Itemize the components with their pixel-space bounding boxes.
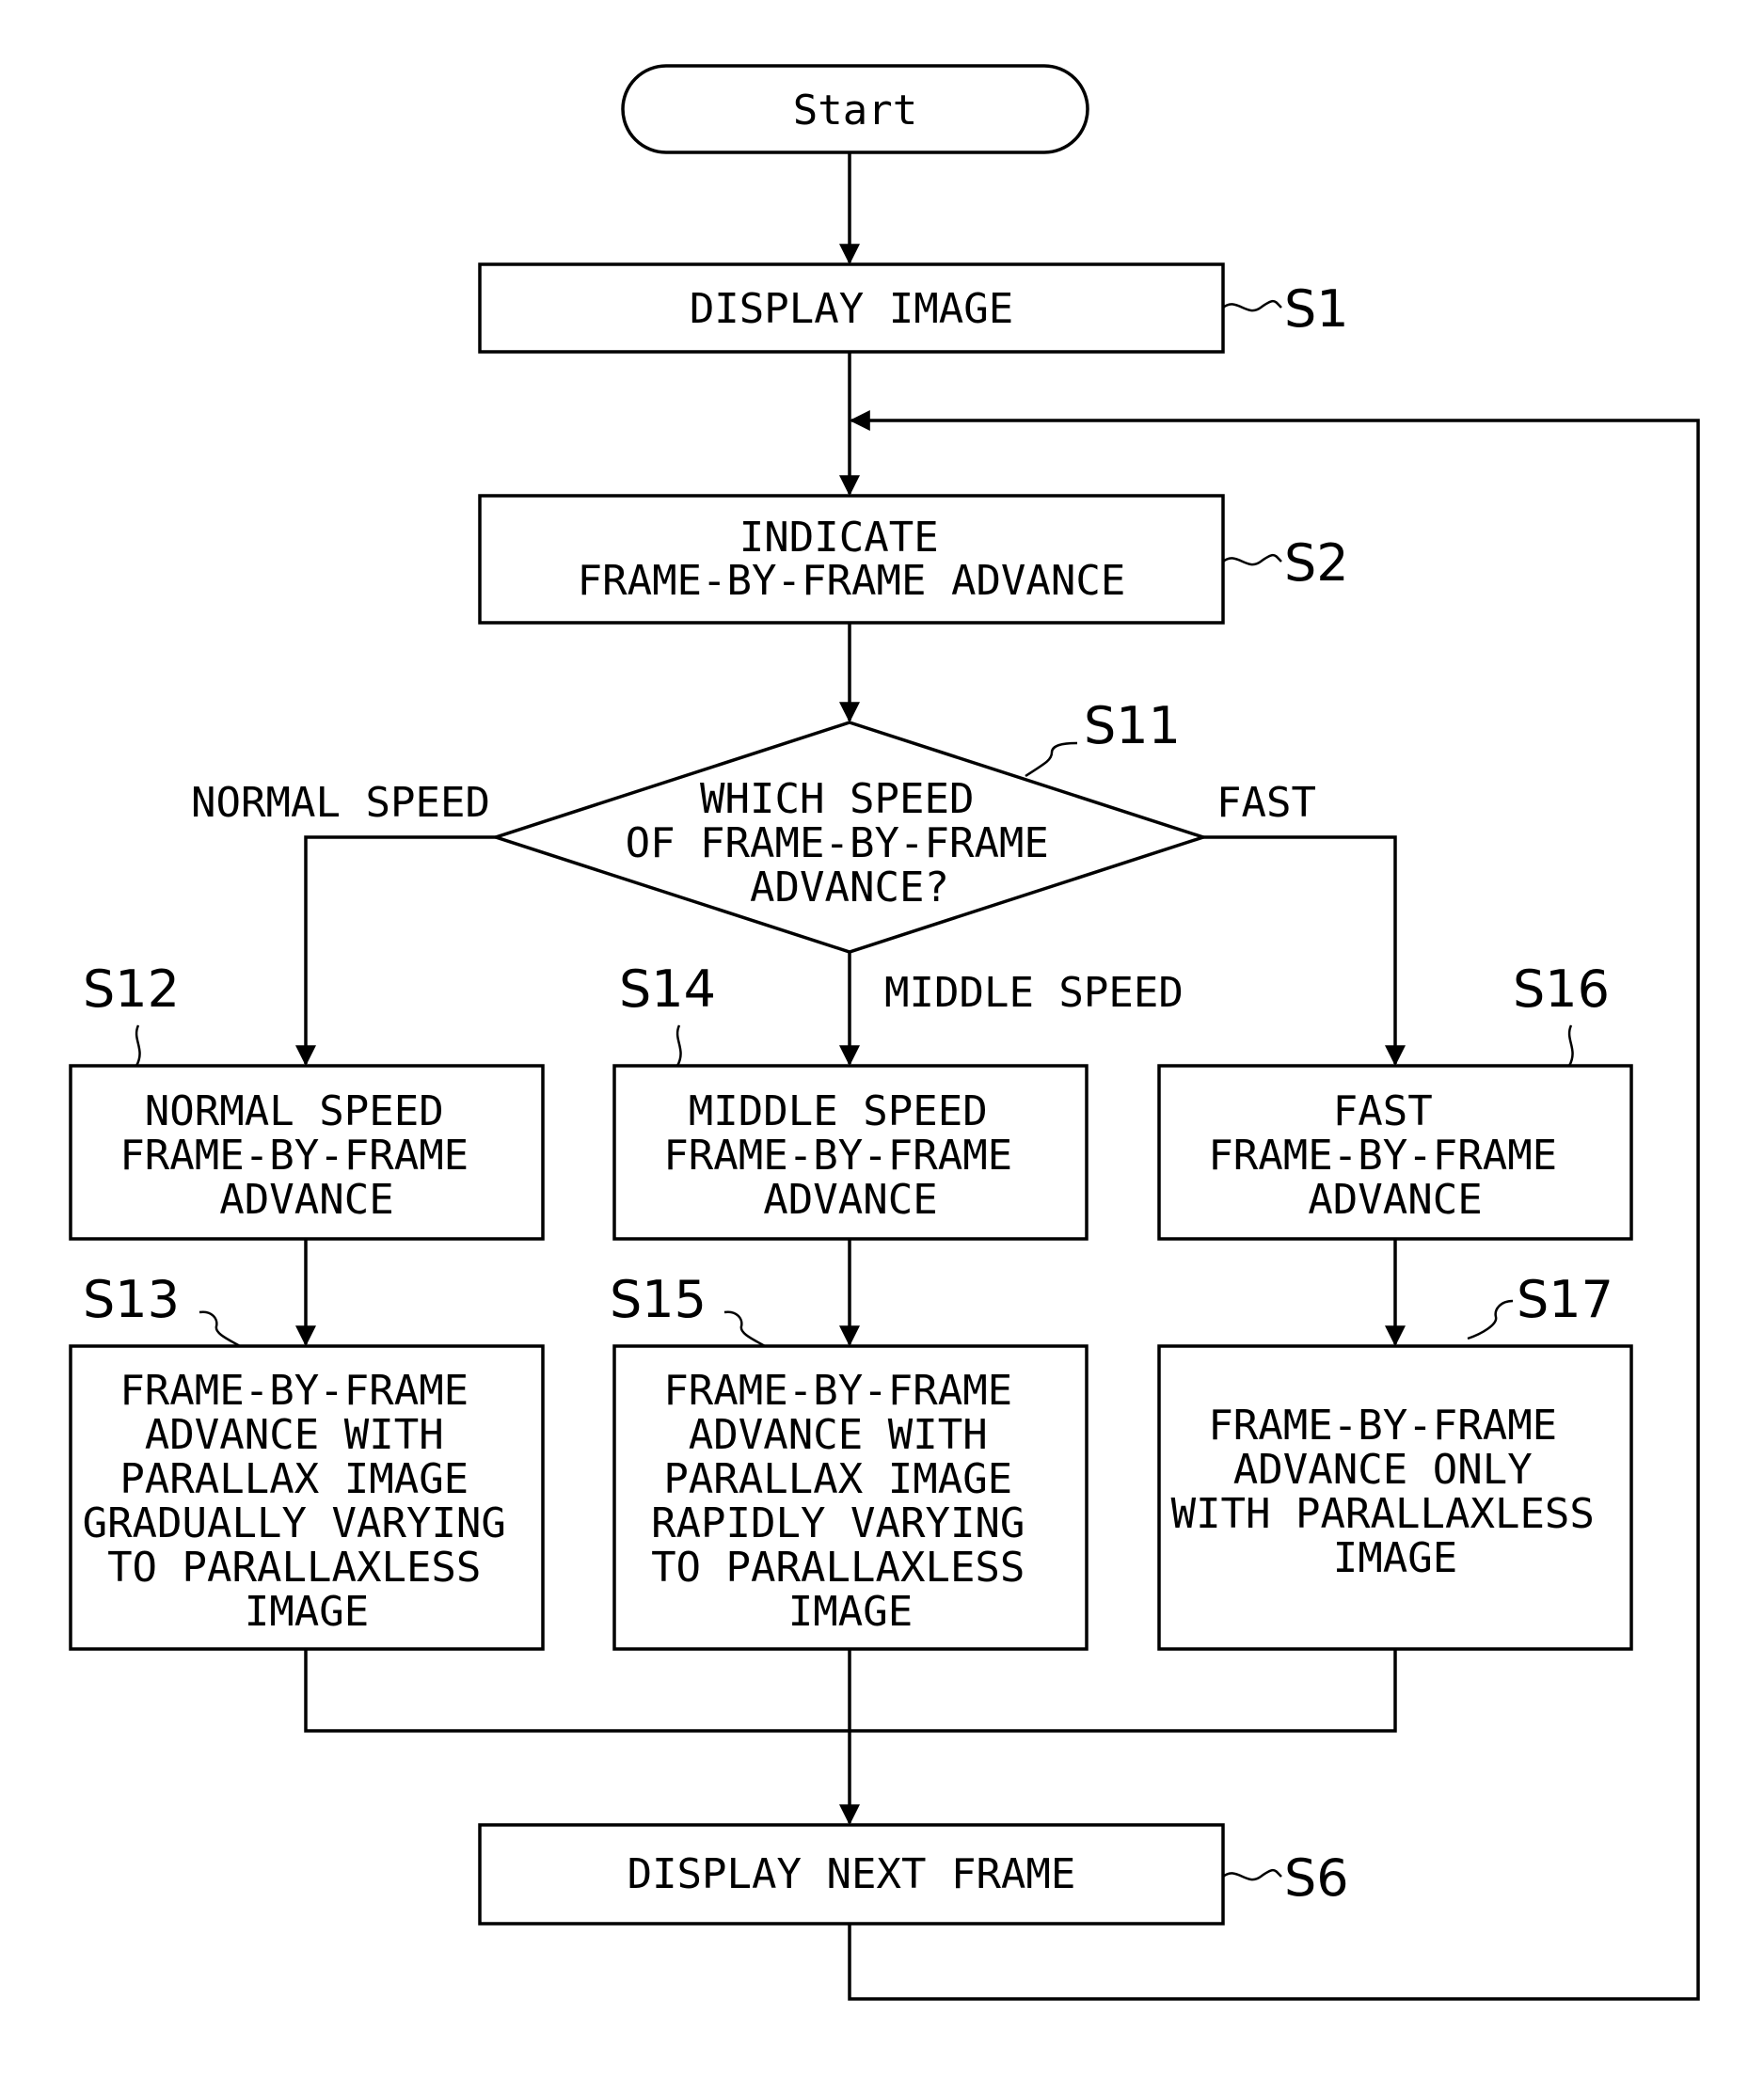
step-label-s17: S17 (1517, 1270, 1613, 1329)
s13-line-1: FRAME-BY-FRAME (119, 1367, 469, 1415)
s15-line-2: ADVANCE WITH (689, 1411, 988, 1459)
s17-line-3: WITH PARALLAXLESS (1171, 1490, 1595, 1538)
s16-line-2: FRAME-BY-FRAME (1208, 1132, 1557, 1180)
s6-line: DISPLAY NEXT FRAME (628, 1850, 1076, 1898)
s12-line-2: FRAME-BY-FRAME (119, 1132, 469, 1180)
s15-leader (724, 1312, 765, 1346)
step-label-s16: S16 (1513, 959, 1610, 1019)
step-label-s2: S2 (1284, 533, 1349, 593)
s14-line-2: FRAME-BY-FRAME (663, 1132, 1012, 1180)
arrow-normal-branch (306, 837, 496, 1064)
s6-text: DISPLAY NEXT FRAME (628, 1850, 1076, 1898)
s17-line-4: IMAGE (1333, 1534, 1457, 1582)
s12-line-1: NORMAL SPEED (145, 1087, 444, 1135)
s12-leader (136, 1025, 140, 1066)
s17-leader (1468, 1301, 1513, 1339)
s17-line-1: FRAME-BY-FRAME (1208, 1402, 1557, 1450)
s1-text: DISPLAY IMAGE (690, 285, 1013, 333)
branch-label-normal: NORMAL SPEED (191, 779, 490, 827)
s15-line-3: PARALLAX IMAGE (663, 1455, 1012, 1503)
step-label-s6: S6 (1284, 1848, 1349, 1908)
branch-label-middle: MIDDLE SPEED (884, 969, 1184, 1017)
s2-line-2: FRAME-BY-FRAME ADVANCE (578, 557, 1126, 605)
step-label-s11: S11 (1084, 696, 1181, 755)
s17-line-2: ADVANCE ONLY (1233, 1446, 1533, 1494)
s15-line-6: IMAGE (788, 1588, 913, 1636)
step-label-s15: S15 (610, 1270, 707, 1329)
s14-leader (677, 1025, 681, 1066)
s11-line-2: OF FRAME-BY-FRAME (626, 819, 1049, 867)
s15-line-5: TO PARALLAXLESS (651, 1544, 1025, 1592)
s16-leader (1569, 1025, 1573, 1066)
arrow-fast-branch (1203, 837, 1395, 1064)
s1-line: DISPLAY IMAGE (690, 285, 1013, 333)
s15-line-4: RAPIDLY VARYING (651, 1499, 1025, 1547)
s13-line-5: TO PARALLAXLESS (107, 1544, 481, 1592)
start-text: Start (793, 87, 917, 135)
s12-line-3: ADVANCE (219, 1176, 393, 1224)
s13-line-4: GRADUALLY VARYING (83, 1499, 506, 1547)
s11-leader (1025, 743, 1077, 776)
s14-line-1: MIDDLE SPEED (689, 1087, 988, 1135)
step-label-s1: S1 (1284, 279, 1349, 339)
s16-line-3: ADVANCE (1308, 1176, 1482, 1224)
s11-line-3: ADVANCE? (750, 864, 949, 912)
s2-line-1: INDICATE (739, 514, 939, 562)
s13-line-3: PARALLAX IMAGE (119, 1455, 469, 1503)
s2-leader (1223, 555, 1281, 564)
step-label-s12: S12 (83, 959, 180, 1019)
s16-line-1: FAST (1333, 1087, 1433, 1135)
step-label-s14: S14 (619, 959, 716, 1019)
s13-line-2: ADVANCE WITH (145, 1411, 444, 1459)
s14-line-3: ADVANCE (763, 1176, 937, 1224)
step-label-s13: S13 (83, 1270, 180, 1329)
s13-leader (199, 1312, 240, 1346)
start-line: Start (793, 87, 917, 135)
s13-line-6: IMAGE (245, 1588, 369, 1636)
s6-leader (1223, 1870, 1281, 1879)
branch-label-fast: FAST (1216, 779, 1316, 827)
s1-leader (1223, 301, 1281, 310)
s15-line-1: FRAME-BY-FRAME (663, 1367, 1012, 1415)
s11-line-1: WHICH SPEED (700, 775, 974, 823)
